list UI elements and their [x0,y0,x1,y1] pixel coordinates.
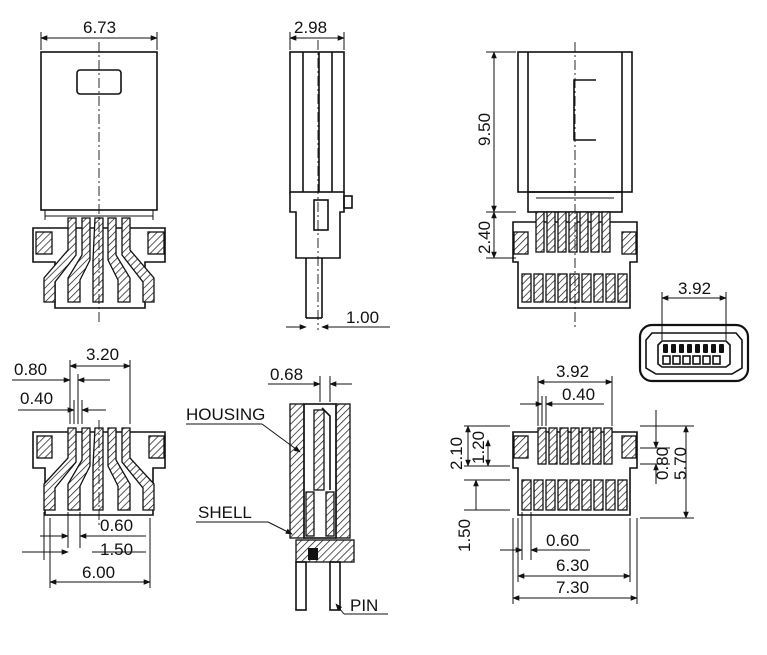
dim-1-00: 1.00 [346,308,379,327]
dim-3-92-bottom: 3.92 [556,362,589,381]
label-housing: HOUSING [186,405,265,424]
dim-0-60-right: 0.60 [546,531,579,550]
dim-0-68: 0.68 [270,365,303,384]
dim-2-40: 2.40 [475,221,494,254]
front-view: 6.73 [32,18,166,325]
dim-3-92-top: 3.92 [678,279,711,298]
footprint-right: 3.92 0.40 2.10 1.20 1.50 0.80 5.70 0.60 [447,362,694,604]
rear-view: 9.50 2.40 [475,42,638,330]
dim-7-30: 7.30 [556,578,589,597]
dim-9-50: 9.50 [475,113,494,146]
dim-3-20: 3.20 [86,345,119,364]
label-pin: PIN [350,596,378,615]
dim-6-30: 6.30 [556,556,589,575]
pad-row [521,427,628,511]
dim-6-00: 6.00 [82,563,115,582]
dim-1-50-left: 1.50 [100,540,133,559]
dim-5-70: 5.70 [671,447,690,480]
dim-0-60-left: 0.60 [100,516,133,535]
side-view: 2.98 1.00 [286,18,390,330]
label-shell: SHELL [198,503,252,522]
dim-0-40-left: 0.40 [20,389,53,408]
cross-section-view: 0.68 HOUSING SHELL PIN [186,365,388,615]
dim-2-98: 2.98 [294,18,327,37]
dim-2-10: 2.10 [447,437,466,470]
dim-1-20: 1.20 [469,431,488,464]
dim-0-80-right: 0.80 [653,447,672,480]
socket-contacts [662,344,724,365]
dim-1-50-right: 1.50 [455,519,474,552]
dim-6-73: 6.73 [83,18,116,37]
dim-0-40-right: 0.40 [562,385,595,404]
socket-face-view: 3.92 [638,279,750,383]
dim-0-80-left: 0.80 [14,360,47,379]
footprint-left: 3.20 0.80 0.40 0.60 1.50 6.00 [12,345,166,588]
contact-row [521,211,628,303]
